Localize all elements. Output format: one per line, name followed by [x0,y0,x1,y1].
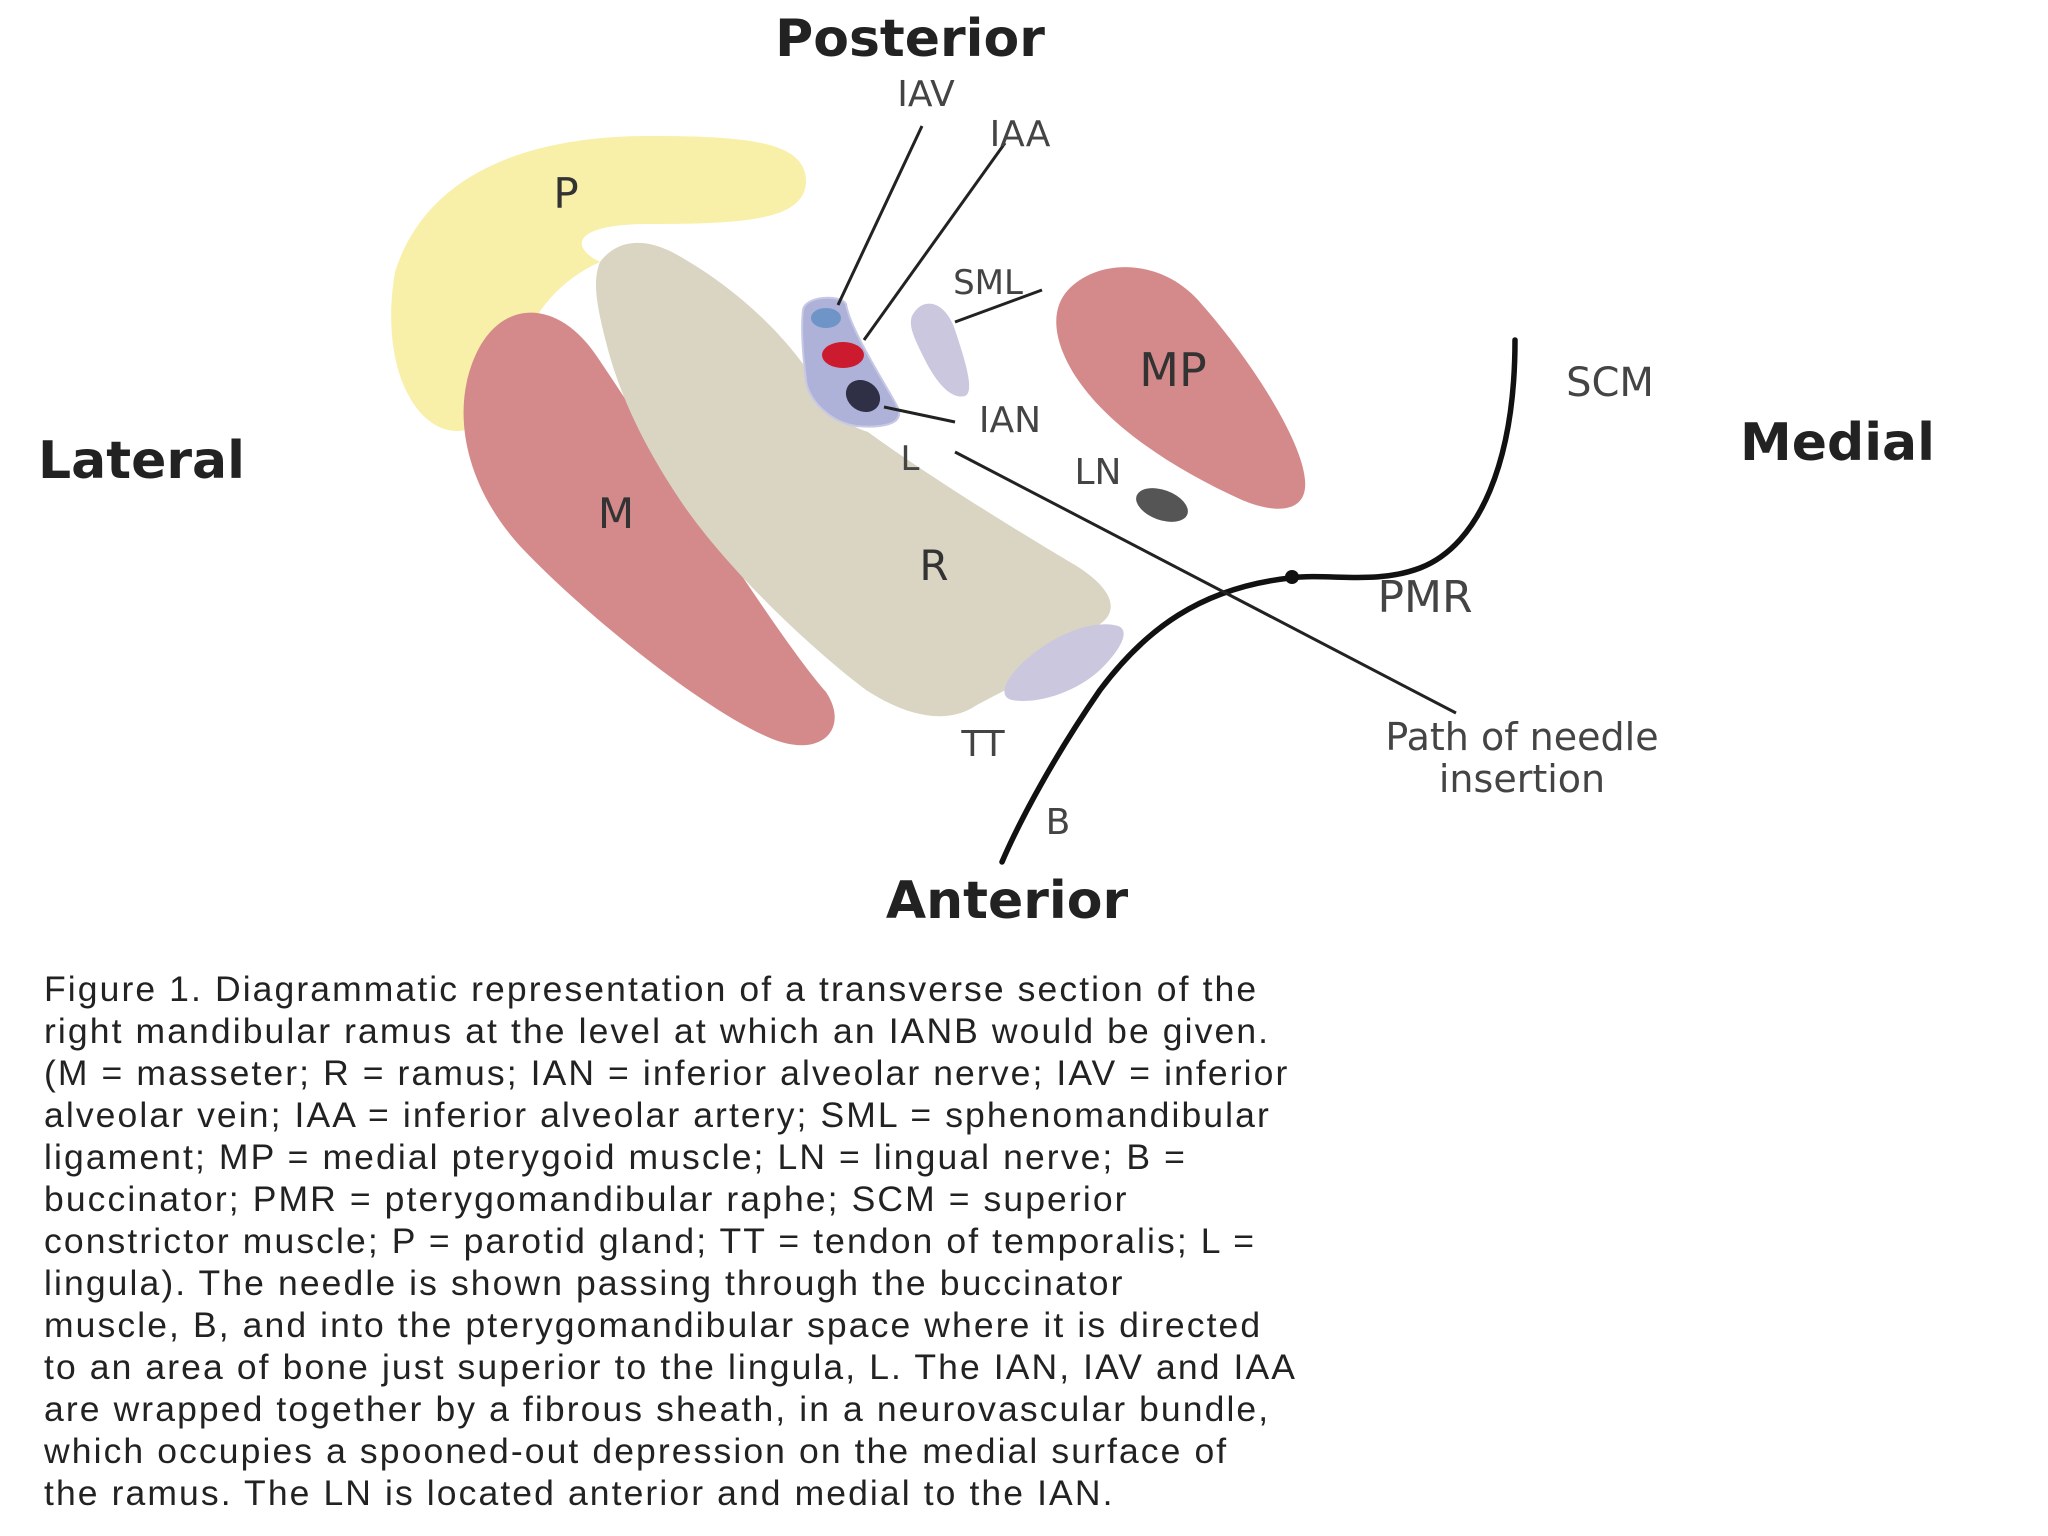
inferior-alveolar-nerve-dot [845,379,881,413]
iav-leader-line [836,125,924,306]
lateral-label: Lateral [38,431,245,491]
ramus-label: R [919,541,948,590]
posterior-label: Posterior [775,9,1045,69]
iaa-leader-line [862,142,1007,341]
lingual-nerve-shape [1136,488,1188,522]
caption-line: buccinator; PMR = pterygomandibular raph… [44,1179,1129,1219]
iaa-label: IAA [990,114,1051,155]
masseter-label: M [598,489,634,538]
caption-line: alveolar vein; IAA = inferior alveolar a… [44,1095,1271,1135]
buccinator-label: B [1046,802,1071,843]
masseter-shape [463,312,835,746]
caption-line: Figure 1. Diagrammatic representation of… [44,969,1259,1009]
figure-caption: Figure 1. Diagrammatic representation of… [44,968,2034,1514]
caption-line: lingula). The needle is shown passing th… [44,1263,1125,1303]
caption-line: muscle, B, and into the pterygomandibula… [44,1305,1263,1345]
needle-path-label-line2: insertion [1439,757,1605,801]
inferior-alveolar-artery-dot [822,342,864,368]
sphenomandibular-ligament-shape [910,303,970,397]
medial-pterygoid-label: MP [1139,343,1206,397]
caption-line: the ramus. The LN is located anterior an… [44,1473,1115,1513]
needle-path-line [954,450,1457,715]
tendon-of-temporalis-shape [1004,624,1124,701]
inferior-alveolar-vein-dot [811,308,841,328]
sml-label: SML [953,263,1023,303]
ian-leader-line [883,405,956,424]
tendon-of-temporalis-label: TT [960,724,1005,765]
ln-label: LN [1075,452,1122,493]
sml-leader-line [954,288,1043,324]
caption-line: right mandibular ramus at the level at w… [44,1011,1271,1051]
caption-line: to an area of bone just superior to the … [44,1347,1298,1387]
needle-path-label-line1: Path of needle [1385,715,1658,759]
medial-pterygoid-shape [1056,267,1306,509]
scm-label: SCM [1566,360,1654,406]
superior-constrictor-curve [1287,337,1518,581]
anterior-label: Anterior [886,871,1129,931]
ramus-shape [595,242,1111,717]
caption-line: (M = masseter; R = ramus; IAN = inferior… [44,1053,1290,1093]
caption-line: which occupies a spooned-out depression … [44,1431,1229,1471]
pmr-label: PMR [1377,572,1472,623]
parotid-label: P [553,169,578,218]
lingula-label: L [901,439,920,479]
caption-line: constrictor muscle; P = parotid gland; T… [44,1221,1257,1261]
ian-label: IAN [979,400,1041,441]
caption-line: ligament; MP = medial pterygoid muscle; … [44,1137,1187,1177]
caption-line: are wrapped together by a fibrous sheath… [44,1389,1271,1429]
iav-label: IAV [897,74,955,115]
anatomy-diagram: Posterior Anterior Lateral Medial P M R … [38,9,1935,931]
medial-label: Medial [1740,413,1935,473]
buccinator-curve [999,575,1293,865]
pterygomandibular-raphe-point [1285,570,1299,584]
